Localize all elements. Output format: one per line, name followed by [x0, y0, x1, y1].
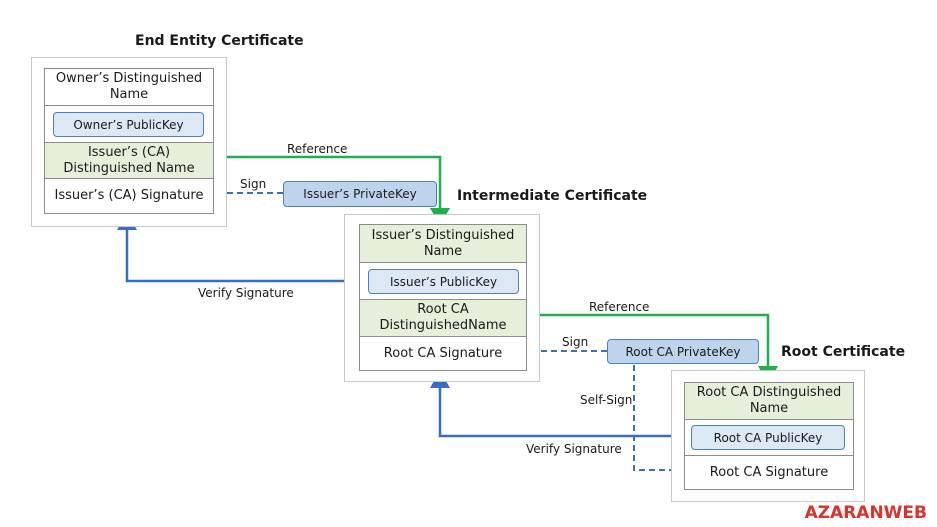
reference-label-1: Reference [287, 142, 348, 156]
sign-label-1: Sign [240, 177, 267, 191]
root-public-key: Root CA PublicKey [691, 425, 845, 450]
root-sig-cell: Root CA Signature [685, 456, 853, 489]
int-issuer-dn: Issuer’s Distinguished Name [371, 227, 515, 259]
sign-label-2: Sign [562, 335, 589, 349]
issuer-public-key: Issuer’s PublicKey [368, 269, 519, 294]
verify-arrow-1 [117, 212, 367, 283]
verify-arrow-2 [430, 370, 690, 438]
self-sign-arrow [633, 365, 685, 478]
end-entity-certificate: Owner’s Distinguished Name Owner’s Publi… [31, 57, 227, 227]
end-entity-title: End Entity Certificate [135, 33, 304, 49]
root-certificate: Root CA Distinguished Name Root CA Publi… [671, 370, 865, 502]
intermediate-title: Intermediate Certificate [457, 188, 648, 204]
owner-dn: Owner’s Distinguished Name [55, 71, 203, 102]
root-title: Root Certificate [781, 344, 906, 360]
issuer-dn-cell: Issuer’s (CA) Distinguished Name [45, 143, 213, 179]
intermediate-certificate: Issuer’s Distinguished Name Issuer’s Pub… [344, 214, 540, 382]
int-issuer-pubkey-cell: Issuer’s PublicKey [360, 263, 526, 300]
root-dn: Root CA Distinguished Name [696, 385, 842, 416]
root-private-key: Root CA PrivateKey [607, 339, 759, 364]
root-signature: Root CA Signature [709, 464, 829, 480]
issuer-ca-signature: Issuer’s (CA) Signature [54, 188, 204, 203]
int-root-dn-cell: Root CA DistinguishedName [360, 300, 526, 337]
self-sign-label: Self-Sign [580, 393, 633, 407]
verify-label-2: Verify Signature [526, 442, 622, 456]
issuer-ca-dn: Issuer’s (CA) Distinguished Name [63, 144, 195, 176]
brand-logo: AZARANWEB [804, 503, 927, 523]
reference-arrow-1 [214, 155, 450, 226]
int-root-signature: Root CA Signature [383, 345, 503, 361]
int-root-sig-cell: Root CA Signature [360, 337, 526, 370]
issuer-private-key: Issuer’s PrivateKey [283, 181, 437, 207]
reference-arrow-2 [526, 313, 778, 384]
root-dn-cell: Root CA Distinguished Name [685, 383, 853, 420]
owner-pubkey-cell: Owner’s PublicKey [45, 106, 213, 143]
int-issuer-dn-cell: Issuer’s Distinguished Name [360, 225, 526, 263]
owner-pubkey: Owner’s PublicKey [53, 112, 204, 137]
reference-label-2: Reference [589, 300, 650, 314]
issuer-sig-cell: Issuer’s (CA) Signature [45, 179, 213, 213]
owner-dn-cell: Owner’s Distinguished Name [45, 69, 213, 106]
verify-label-1: Verify Signature [198, 286, 294, 300]
root-pubkey-cell: Root CA PublicKey [685, 420, 853, 456]
int-root-dn: Root CA DistinguishedName [379, 302, 507, 333]
